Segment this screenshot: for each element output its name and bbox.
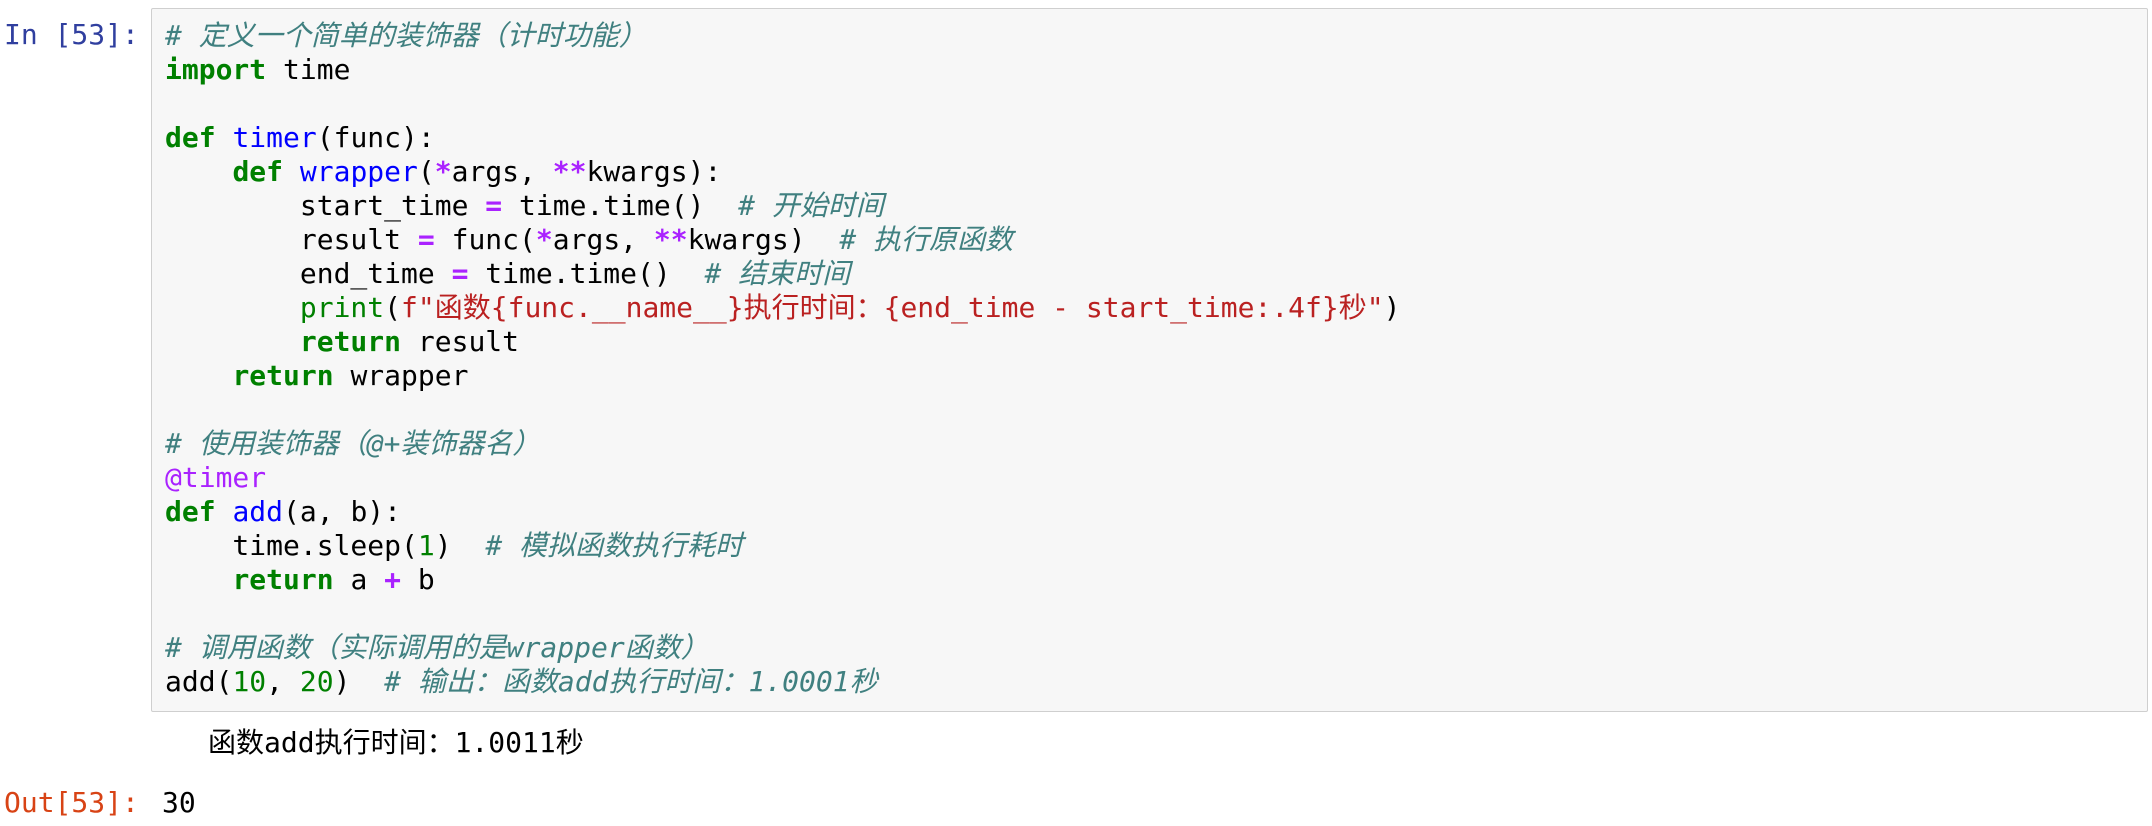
code-token: # 输出：函数add执行时间：1.0001秒 [384, 665, 878, 698]
code-line: @timer [165, 461, 1400, 495]
result-output: 30 [162, 786, 196, 819]
input-prompt: In [53]: [4, 18, 139, 51]
code-token: # 使用装饰器（@+装饰器名） [165, 427, 541, 460]
code-token: kwargs) [687, 223, 840, 256]
code-token: # 调用函数（实际调用的是wrapper函数） [165, 631, 709, 664]
code-token: ( [417, 155, 435, 188]
code-token: # 模拟函数执行耗时 [485, 529, 744, 562]
code-token: return [232, 359, 334, 392]
code-token: = [417, 223, 435, 256]
code-token [216, 495, 233, 528]
code-token: time.time() [502, 189, 739, 222]
code-token: * [535, 223, 553, 256]
code-line [165, 597, 1400, 631]
code-token: * [434, 155, 452, 188]
code-token: (func): [316, 121, 435, 154]
code-line: return wrapper [165, 359, 1400, 393]
code-token: time.time() [468, 257, 705, 290]
code-token: def [165, 495, 216, 528]
code-line [165, 87, 1400, 121]
code-token: def [232, 155, 284, 188]
code-line: # 使用装饰器（@+装饰器名） [165, 427, 1400, 461]
code-line [165, 393, 1400, 427]
code-token: b [401, 563, 435, 596]
code-token [165, 563, 232, 596]
code-token [216, 121, 233, 154]
code-token: result [401, 325, 520, 358]
code-token: a [333, 563, 385, 596]
code-line: # 定义一个简单的装饰器（计时功能） [165, 19, 1400, 53]
code-token: 1 [417, 529, 435, 562]
code-token: end_time [165, 257, 452, 290]
code-token [165, 291, 300, 324]
stdout-output: 函数add执行时间：1.0011秒 [208, 726, 584, 759]
code-line: result = func(*args, **kwargs) # 执行原函数 [165, 223, 1400, 257]
code-token: return [232, 563, 334, 596]
code-line: return a + b [165, 563, 1400, 597]
code-token: ( [384, 291, 402, 324]
code-token: timer [232, 121, 317, 154]
code-token: wrapper [299, 155, 418, 188]
code-line: def wrapper(*args, **kwargs): [165, 155, 1400, 189]
code-line: end_time = time.time() # 结束时间 [165, 257, 1400, 291]
code-token: return [299, 325, 402, 358]
code-token: (a, b): [283, 495, 402, 528]
code-line: import time [165, 53, 1400, 87]
code-token: # 执行原函数 [839, 223, 1014, 256]
code-token: wrapper [333, 359, 469, 392]
code-token: def [165, 121, 216, 154]
code-token: time.sleep( [165, 529, 418, 562]
code-token: , [266, 665, 300, 698]
code-line: def add(a, b): [165, 495, 1400, 529]
code-token [283, 155, 300, 188]
code-token [165, 325, 300, 358]
code-token: func( [434, 223, 536, 256]
code-token: result [165, 223, 418, 256]
code-token: + [384, 563, 402, 596]
code-token: ) [333, 665, 385, 698]
code-token: 10 [232, 665, 267, 698]
code-token: args, [552, 223, 654, 256]
code-token: ) [434, 529, 486, 562]
code-token: # 定义一个简单的装饰器（计时功能） [165, 19, 647, 52]
code-token: = [451, 257, 469, 290]
code-line: print(f"函数{func.__name__}执行时间：{end_time … [165, 291, 1401, 325]
code-token: ** [552, 155, 587, 188]
code-token: ) [1383, 291, 1401, 324]
code-token [165, 155, 232, 188]
code-token: f"函数{func.__name__}执行时间：{end_time - star… [401, 291, 1384, 324]
code-token [165, 359, 232, 392]
code-token: @timer [165, 461, 267, 494]
code-line: start_time = time.time() # 开始时间 [165, 189, 1400, 223]
code-line: add(10, 20) # 输出：函数add执行时间：1.0001秒 [165, 665, 1400, 699]
code-token: add [232, 495, 284, 528]
code-line: time.sleep(1) # 模拟函数执行耗时 [165, 529, 1400, 563]
code-line: # 调用函数（实际调用的是wrapper函数） [165, 631, 1400, 665]
code-token: # 开始时间 [738, 189, 884, 222]
code-line: return result [165, 325, 1400, 359]
code-token: import [165, 53, 267, 86]
code-token: args, [451, 155, 553, 188]
code-token: print [299, 291, 385, 324]
code-token: start_time [165, 189, 486, 222]
code-line: def timer(func): [165, 121, 1400, 155]
code-token: add( [165, 665, 233, 698]
code-token: 20 [299, 665, 334, 698]
code-token: time [266, 53, 351, 86]
output-prompt: Out[53]: [4, 786, 139, 819]
code-token: ** [653, 223, 688, 256]
code-token: # 结束时间 [704, 257, 851, 290]
code-token: kwargs): [586, 155, 722, 188]
code-token: = [485, 189, 503, 222]
